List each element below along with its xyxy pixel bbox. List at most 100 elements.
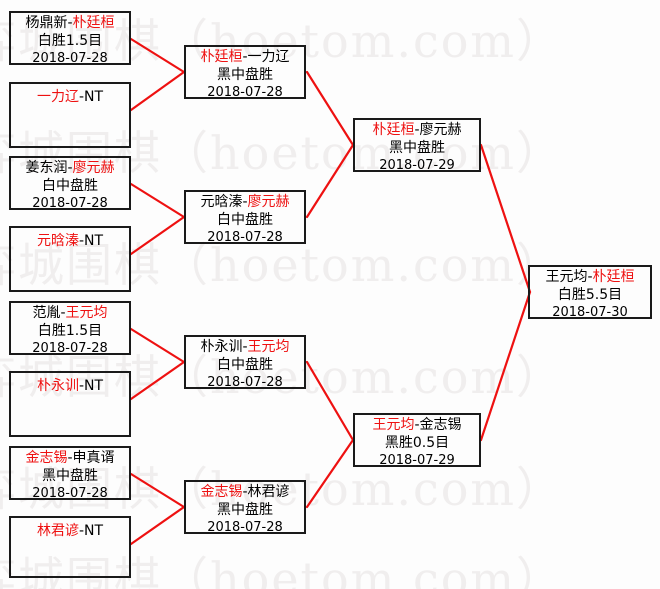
player-left: 金志锡	[25, 450, 68, 466]
player-separator: -	[242, 194, 248, 210]
player-left: 王元均	[372, 417, 415, 433]
match-result: 白胜1.5目	[37, 322, 103, 339]
player-separator: -	[78, 89, 85, 105]
match-box-final[interactable]: 王元均-朴廷桓 白胜5.5目 2018-07-30	[528, 265, 652, 319]
player-separator: -	[78, 378, 85, 394]
match-players: 王元均-金志锡	[355, 415, 479, 435]
player-left: 朴廷桓	[200, 49, 243, 65]
player-right: 廖元赫	[419, 122, 462, 138]
match-box-r1m4[interactable]: 元晗溱-NT	[9, 226, 131, 292]
player-left: 朴廷桓	[372, 122, 415, 138]
match-players: 金志锡-申真谞	[11, 448, 129, 468]
match-box-r1m3[interactable]: 姜东润-廖元赫 白中盘胜 2018-07-28	[9, 156, 131, 210]
player-left: 范胤	[32, 305, 61, 321]
connector-r3m1-final	[479, 143, 532, 294]
player-right: 朴廷桓	[72, 15, 115, 31]
player-right: NT	[84, 378, 104, 394]
match-box-r2m1[interactable]: 朴廷桓-一力辽 黑中盘胜 2018-07-28	[184, 45, 306, 99]
player-right: 林君谚	[247, 484, 290, 500]
match-date: 2018-07-28	[32, 195, 108, 210]
match-date: 2018-07-29	[379, 157, 455, 172]
connector-r3m2-final	[479, 290, 532, 442]
match-box-r1m7[interactable]: 金志锡-申真谞 黑中盘胜 2018-07-28	[9, 446, 131, 500]
match-box-r2m3[interactable]: 朴永训-王元均 白中盘胜 2018-07-28	[184, 335, 306, 389]
connector-r2m4-r3m2	[305, 438, 355, 509]
match-date: 2018-07-28	[207, 519, 283, 534]
match-players: 姜东润-廖元赫	[11, 158, 129, 178]
match-players: 朴永训-NT	[11, 376, 129, 396]
connector-r2m2-r3m1	[305, 143, 355, 219]
player-right: 廖元赫	[72, 160, 115, 176]
player-separator: -	[414, 417, 420, 433]
match-players: 杨鼎新-朴廷桓	[11, 13, 129, 33]
match-players: 元晗溱-廖元赫	[186, 192, 304, 212]
match-date: 2018-07-28	[32, 50, 108, 65]
player-left: 一力辽	[36, 89, 79, 105]
player-separator: -	[67, 450, 73, 466]
player-right: NT	[84, 233, 104, 249]
match-date: 2018-07-28	[207, 229, 283, 244]
match-result: 白胜1.5目	[37, 32, 103, 49]
player-left: 金志锡	[200, 484, 243, 500]
player-right: 王元均	[65, 305, 108, 321]
player-separator: -	[242, 339, 248, 355]
match-date: 2018-07-28	[32, 340, 108, 355]
match-players: 王元均-朴廷桓	[530, 267, 650, 287]
match-date: 2018-07-28	[207, 84, 283, 99]
match-box-r1m2[interactable]: 一力辽-NT	[9, 82, 131, 148]
connector-r1m1-r2m1	[129, 37, 186, 74]
match-players: 朴永训-王元均	[186, 337, 304, 357]
connector-r1m2-r2m1	[129, 70, 186, 112]
match-box-r3m1[interactable]: 朴廷桓-廖元赫 黑中盘胜 2018-07-29	[353, 118, 481, 172]
match-result: 黑中盘胜	[217, 66, 273, 83]
player-right: 金志锡	[419, 417, 462, 433]
player-separator: -	[60, 305, 66, 321]
player-separator: -	[414, 122, 420, 138]
match-result: 白中盘胜	[217, 356, 273, 373]
player-left: 林君谚	[36, 523, 79, 539]
match-box-r1m1[interactable]: 杨鼎新-朴廷桓 白胜1.5目 2018-07-28	[9, 11, 131, 65]
player-right: 申真谞	[72, 450, 115, 466]
player-left: 杨鼎新	[25, 15, 68, 31]
player-right: NT	[84, 523, 104, 539]
player-right: 朴廷桓	[592, 269, 635, 285]
connector-r1m4-r2m2	[129, 215, 186, 256]
player-left: 姜东润	[25, 160, 68, 176]
connector-r1m6-r2m3	[129, 360, 186, 401]
player-left: 朴永训	[200, 339, 243, 355]
player-right: NT	[84, 89, 104, 105]
match-players: 林君谚-NT	[11, 521, 129, 541]
match-result: 黑中盘胜	[389, 139, 445, 156]
match-players: 一力辽-NT	[11, 87, 129, 107]
player-separator: -	[242, 484, 248, 500]
player-separator: -	[78, 233, 85, 249]
player-left: 元晗溱	[200, 194, 243, 210]
match-result: 黑中盘胜	[217, 501, 273, 518]
match-result: 黑胜0.5目	[384, 434, 450, 451]
connector-r1m5-r2m3	[129, 327, 186, 364]
player-separator: -	[67, 160, 73, 176]
match-box-r2m2[interactable]: 元晗溱-廖元赫 白中盘胜 2018-07-28	[184, 190, 306, 244]
match-box-r1m8[interactable]: 林君谚-NT	[9, 516, 131, 578]
match-result: 白胜5.5目	[557, 286, 623, 303]
connector-r1m3-r2m2	[129, 182, 186, 219]
player-left: 朴永训	[36, 378, 79, 394]
connector-r2m3-r3m2	[305, 360, 355, 442]
player-right: 廖元赫	[247, 194, 290, 210]
match-players: 朴廷桓-廖元赫	[355, 120, 479, 140]
match-date: 2018-07-28	[32, 485, 108, 500]
match-box-r3m2[interactable]: 王元均-金志锡 黑胜0.5目 2018-07-29	[353, 413, 481, 467]
player-separator: -	[78, 523, 85, 539]
match-result: 白中盘胜	[217, 211, 273, 228]
player-separator: -	[587, 269, 593, 285]
match-date: 2018-07-30	[552, 304, 628, 319]
connector-r1m7-r2m4	[129, 472, 186, 509]
match-box-r1m5[interactable]: 范胤-王元均 白胜1.5目 2018-07-28	[9, 301, 131, 355]
match-date: 2018-07-29	[379, 452, 455, 467]
player-separator: -	[67, 15, 73, 31]
match-box-r1m6[interactable]: 朴永训-NT	[9, 371, 131, 437]
match-box-r2m4[interactable]: 金志锡-林君谚 黑中盘胜 2018-07-28	[184, 480, 306, 534]
player-left: 元晗溱	[36, 233, 79, 249]
player-right: 一力辽	[247, 49, 290, 65]
